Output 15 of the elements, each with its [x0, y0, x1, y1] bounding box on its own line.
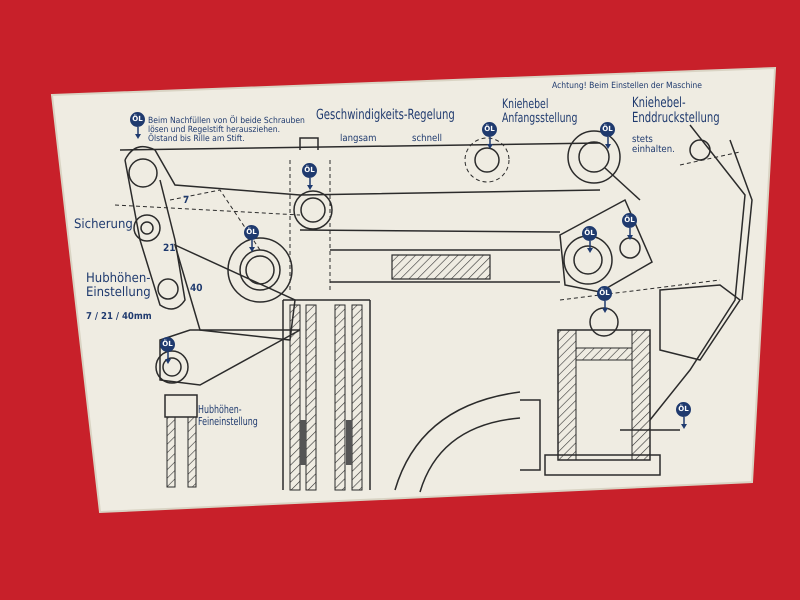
setting-label: langsam [340, 134, 376, 144]
warning-note: stets einhalten. [632, 135, 676, 155]
dimension-value: 7 / 21 / 40mm [86, 312, 152, 322]
control-label: Geschwindigkeits-Regelung [316, 108, 455, 123]
part-label: Hubhöhen-Einstellung [86, 272, 152, 300]
position-label: Kniehebel Anfangsstellung [502, 98, 578, 126]
position-label: Kniehebel-Enddruckstellung [632, 96, 721, 126]
dimension-value: 21 [163, 244, 176, 254]
dimension-value: 7 [183, 196, 190, 206]
warning-note: Achtung! Beim Einstellen der Maschine [552, 82, 702, 91]
part-label: Hubhöhen-Feineinstellung [198, 404, 259, 428]
setting-label: schnell [412, 134, 442, 144]
part-label: Sicherung [74, 218, 133, 232]
instruction-note: Beim Nachfüllen von Öl beide Schrauben lösen und Regelstift herausziehen. Ölstand bis Rille am Stift. [148, 117, 306, 144]
dimension-value: 40 [190, 284, 203, 294]
